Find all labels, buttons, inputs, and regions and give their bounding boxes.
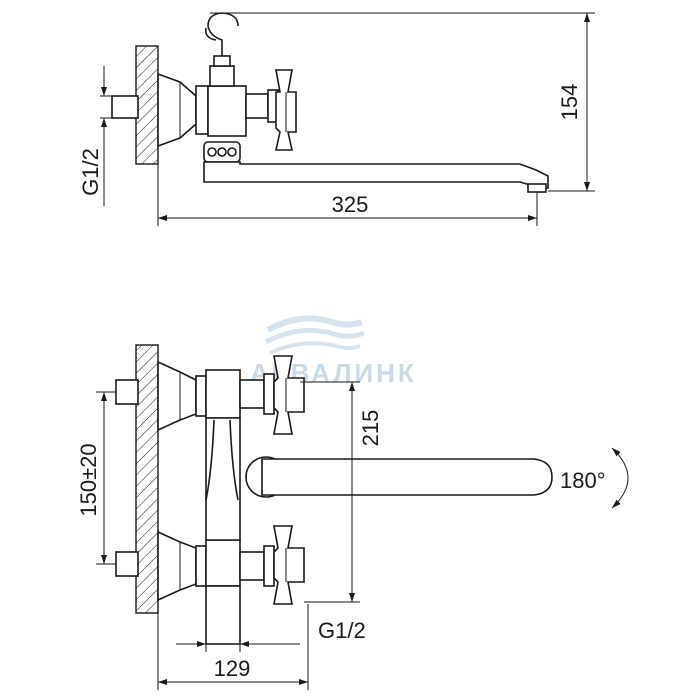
wave-logo-icon: [264, 315, 365, 355]
front-view: 180° 215 150±20 G1/2 129: [76, 344, 629, 690]
cross-handle-upper: [273, 355, 305, 435]
dim-depth: 129: [214, 656, 251, 681]
dim-thread-front: G1/2: [318, 618, 366, 643]
valve-body-lower: [205, 539, 241, 587]
eccentric-lower: [157, 530, 197, 602]
dim-center-distance: 150±20: [76, 443, 101, 516]
aerator: [527, 183, 547, 193]
shower-hook: [207, 12, 239, 56]
dim-length: 325: [332, 192, 369, 217]
inlet-lower: [115, 551, 139, 577]
diverter-cap: [213, 55, 231, 67]
dim-thread-top: G1/2: [78, 148, 103, 196]
rotation-arrow: [611, 447, 629, 509]
watermark: АКВАЛИНК: [250, 315, 414, 388]
swivel-nut: [203, 141, 241, 163]
cross-handle-lower: [273, 525, 305, 605]
coupling: [195, 85, 209, 135]
wall-section: [135, 45, 159, 165]
wall-section-front: [135, 344, 159, 614]
inlet-pipe: [111, 95, 139, 119]
inlet-upper: [115, 379, 139, 405]
valve-body-upper: [205, 369, 241, 419]
diverter-top: [209, 65, 235, 87]
spout-top: [203, 161, 549, 189]
shower-outlet: [205, 585, 241, 645]
mixer-body: [207, 85, 247, 137]
valve-bonnet: [245, 93, 269, 119]
dim-height-top: 154: [557, 84, 582, 121]
top-view: 154 325 G1/2: [78, 12, 595, 226]
spout-front: [261, 458, 553, 496]
dim-rotation: 180°: [560, 468, 606, 493]
eccentric-nut: [157, 72, 197, 148]
dim-height-front: 215: [358, 410, 383, 447]
eccentric-upper: [157, 360, 197, 432]
